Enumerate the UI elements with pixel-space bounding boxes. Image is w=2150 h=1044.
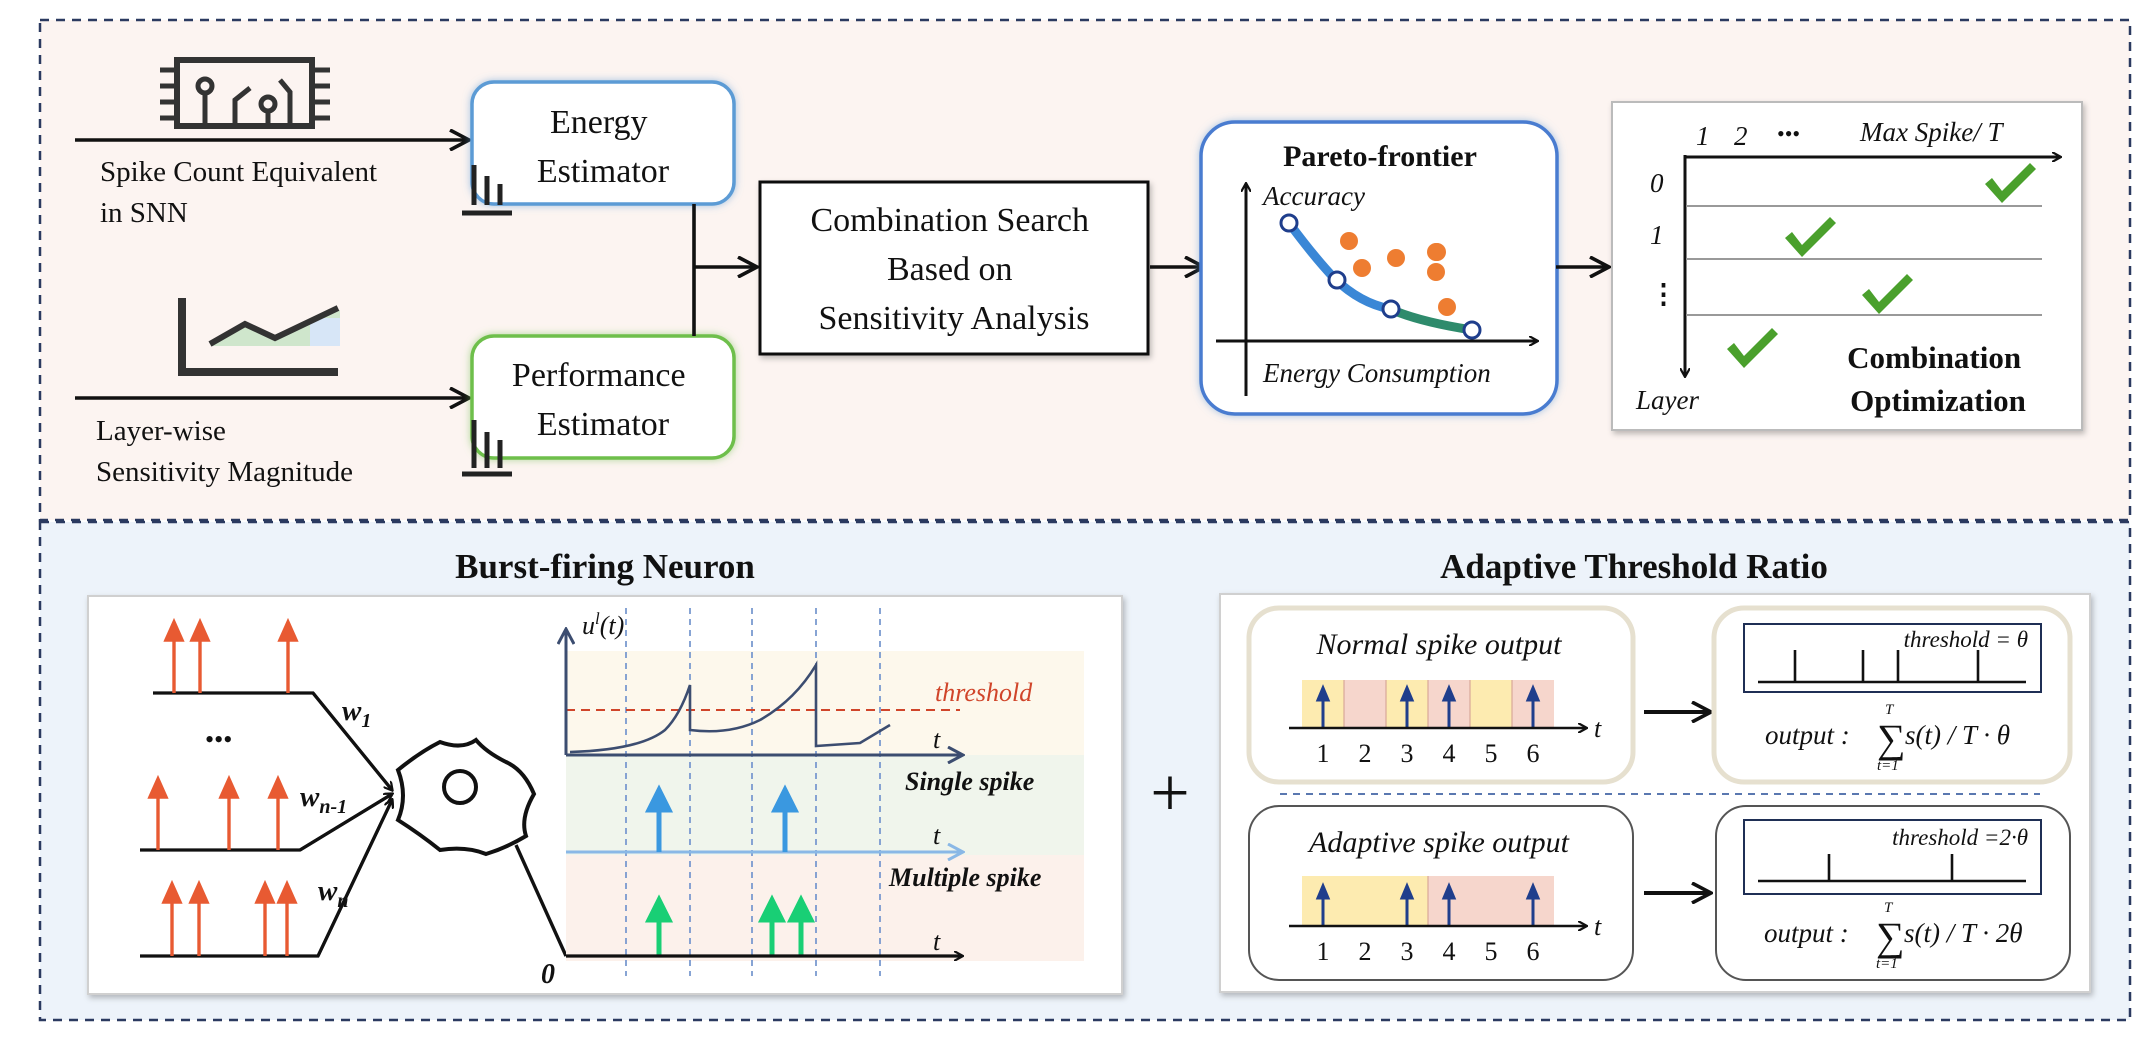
column-label: 1	[1696, 121, 1710, 151]
adaptive-output-formula: output :	[1764, 918, 1849, 948]
line-chart-icon	[178, 298, 340, 376]
layer-label: Layer	[1635, 385, 1699, 415]
pareto-title: Pareto-frontier	[1283, 140, 1477, 173]
dominated-point	[1427, 243, 1445, 261]
t-label: t	[933, 821, 941, 850]
t-label: t	[933, 927, 941, 956]
t-label: t	[1594, 714, 1602, 743]
dominated-point	[1438, 298, 1456, 316]
pareto-y-label: Accuracy	[1261, 181, 1365, 211]
t-label: t	[933, 725, 941, 754]
normal-threshold-label: threshold = θ	[1904, 627, 2028, 652]
normal-output-box: threshold = θ output : ∑ T t=1 s(t) / T …	[1711, 605, 2073, 785]
t-label: t	[1594, 912, 1602, 941]
bottom-panel: Burst-firing Neuron Adaptive Threshold R…	[38, 520, 2132, 1022]
weight-label: wn-1	[300, 781, 347, 818]
adaptive-title: Adaptive Threshold Ratio	[1440, 547, 1828, 586]
normal-title: Normal spike output	[1316, 628, 1563, 661]
check-icon	[1862, 274, 1913, 314]
tick-label: 3	[1401, 739, 1414, 768]
ellipsis: •••	[205, 725, 232, 754]
sum-bottom: t=1	[1877, 758, 1899, 774]
check-icon	[1785, 217, 1836, 257]
tick-label: 6	[1527, 937, 1540, 966]
sum-bottom: t=1	[1876, 956, 1898, 972]
chip-icon	[160, 57, 330, 129]
dominated-point	[1340, 232, 1358, 250]
row-label: 1	[1650, 220, 1664, 250]
tick-label: 2	[1359, 937, 1372, 966]
burst-neuron-panel: ••• w1 wn-1 wn	[87, 595, 1123, 995]
adaptive-output-tail: s(t) / T · 2θ	[1904, 918, 2023, 948]
membrane-potential-trace	[569, 660, 891, 754]
performance-estimator-label: Performance Estimator	[512, 357, 694, 443]
neuron-icon	[395, 737, 537, 857]
zero-label: 0	[541, 959, 555, 990]
column-label: •••	[1777, 121, 1800, 146]
tick-label: 5	[1485, 739, 1498, 768]
dominated-point	[1387, 249, 1405, 267]
multiple-spike-label: Multiple spike	[888, 863, 1041, 892]
combination-optimization-box: 1 2 ••• Max Spike/ T 0 1 ⋮ Layer	[1611, 101, 2083, 431]
normal-output-formula: output :	[1765, 720, 1850, 750]
burst-title: Burst-firing Neuron	[455, 547, 755, 586]
pareto-x-label: Energy Consumption	[1262, 358, 1491, 388]
tick-label: 5	[1485, 937, 1498, 966]
dominated-point	[1427, 263, 1445, 281]
tick-label: 4	[1443, 739, 1456, 768]
single-spike-label: Single spike	[905, 767, 1034, 796]
check-icon	[1985, 163, 2036, 203]
normal-output-tail: s(t) / T · θ	[1905, 720, 2010, 750]
u-label: ul(t)	[582, 609, 624, 640]
sum-top: T	[1884, 900, 1894, 916]
tick-label: 2	[1359, 739, 1372, 768]
weight-label: wn	[318, 875, 348, 912]
pareto-point	[1327, 270, 1347, 290]
pareto-point	[1462, 320, 1482, 340]
tick-label: 4	[1443, 937, 1456, 966]
sensitivity-label: Layer-wise Sensitivity Magnitude	[96, 415, 353, 488]
merge-connector	[692, 204, 756, 336]
normal-spike-box: Normal spike output	[1246, 605, 1636, 785]
adaptive-threshold-panel: Normal spike output	[1219, 593, 2091, 993]
adaptive-spike-box: Adaptive spike output t 1 2 3 4 5	[1248, 805, 1634, 981]
energy-estimator-label: Energy Estimator	[537, 104, 670, 190]
tick-label: 1	[1317, 937, 1330, 966]
bar-chart-icon	[462, 165, 512, 216]
pareto-point	[1279, 213, 1299, 233]
adaptive-spike-title: Adaptive spike output	[1307, 826, 1570, 859]
dominated-point	[1353, 259, 1371, 277]
top-panel: Spike Count Equivalent in SNN Layer-wise…	[38, 18, 2132, 522]
energy-estimator-box: Energy Estimator	[462, 80, 736, 216]
weight-label: w1	[342, 695, 371, 732]
adaptive-output-box: threshold =2·θ output : ∑ T t=1 s(t) / T…	[1715, 805, 2071, 981]
membrane-plot: threshold ul(t) t Single spike t Multipl…	[541, 608, 1084, 990]
pareto-point	[1381, 299, 1401, 319]
tick-label: 6	[1527, 739, 1540, 768]
tick-label: 3	[1401, 937, 1414, 966]
bar-chart-icon	[462, 420, 512, 477]
plus-sign: +	[1150, 755, 1189, 832]
sum-icon: ∑	[1877, 716, 1906, 761]
threshold-label: threshold	[935, 678, 1033, 707]
combination-search-box: Combination Search Based on Sensitivity …	[758, 180, 1150, 356]
row-label: ⋮	[1650, 279, 1677, 309]
check-icon	[1727, 328, 1778, 368]
pareto-frontier-box: Pareto-frontier Accuracy Energy Consumpt…	[1199, 120, 1559, 416]
optimization-title: Combination Optimization	[1847, 340, 2029, 418]
spike-count-label: Spike Count Equivalent in SNN	[100, 156, 384, 229]
adaptive-threshold-label: threshold =2·θ	[1892, 825, 2028, 850]
axon-line	[514, 844, 568, 957]
sum-top: T	[1885, 702, 1895, 718]
row-label: 0	[1650, 168, 1664, 198]
combination-search-label: Combination Search Based on Sensitivity …	[810, 202, 1097, 337]
column-label: 2	[1734, 121, 1748, 151]
sum-icon: ∑	[1876, 914, 1905, 959]
max-spike-label: Max Spike/ T	[1859, 117, 2004, 147]
performance-estimator-box: Performance Estimator	[462, 334, 736, 477]
tick-label: 1	[1317, 739, 1330, 768]
